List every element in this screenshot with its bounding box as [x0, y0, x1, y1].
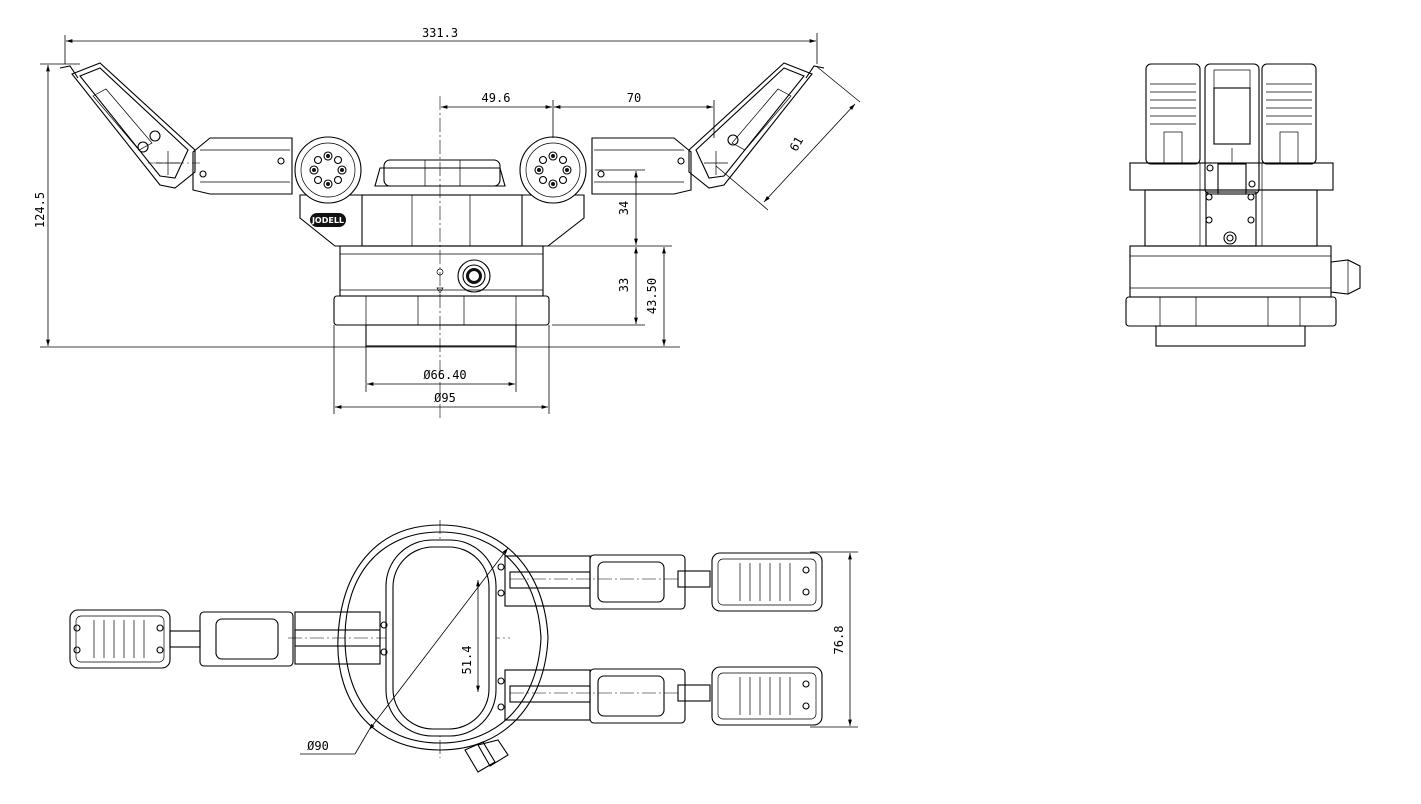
dim-overall-width: 331.3: [422, 26, 458, 40]
left-joint: [294, 136, 362, 204]
top-finger-right-lower: [497, 666, 823, 726]
logo-text: JODELL: [311, 216, 344, 225]
base-cylinder: [339, 245, 544, 297]
connector: [457, 259, 491, 293]
dim-base-height: 33: [617, 278, 631, 292]
dim-flange-diameter: Ø95: [434, 391, 456, 405]
dim-joint-height: 34: [617, 201, 631, 215]
dim-body-height: 43.50: [645, 278, 659, 314]
dim-joint-to-joint: 70: [627, 91, 641, 105]
side-finger-left: [1145, 63, 1201, 165]
dim-finger-length: 61: [787, 134, 806, 154]
top-view: 76.8 51.4 Ø90: [69, 520, 858, 773]
left-finger: [59, 62, 293, 195]
top-body: [337, 524, 549, 773]
right-finger: [591, 62, 825, 195]
dim-center-to-joint: 49.6: [482, 91, 511, 105]
dim-finger-span: 76.8: [832, 626, 846, 655]
top-dimensions: 76.8 51.4 Ø90: [300, 547, 858, 755]
dim-body-diameter: Ø90: [307, 739, 329, 753]
dim-bore-diameter: Ø66.40: [423, 368, 466, 382]
right-joint: [519, 136, 587, 204]
dim-overall-height: 124.5: [33, 192, 47, 228]
side-finger-right: [1261, 63, 1317, 165]
dim-finger-spacing: 51.4: [460, 646, 474, 675]
front-dimensions: 331.3 124.5 49.6 70 61 34: [33, 26, 861, 414]
base-flange: [333, 295, 550, 347]
side-finger-middle: [1204, 63, 1260, 195]
front-view: JODELL: [33, 26, 861, 418]
side-view: [1125, 63, 1361, 347]
top-finger-right-upper: [497, 552, 823, 612]
